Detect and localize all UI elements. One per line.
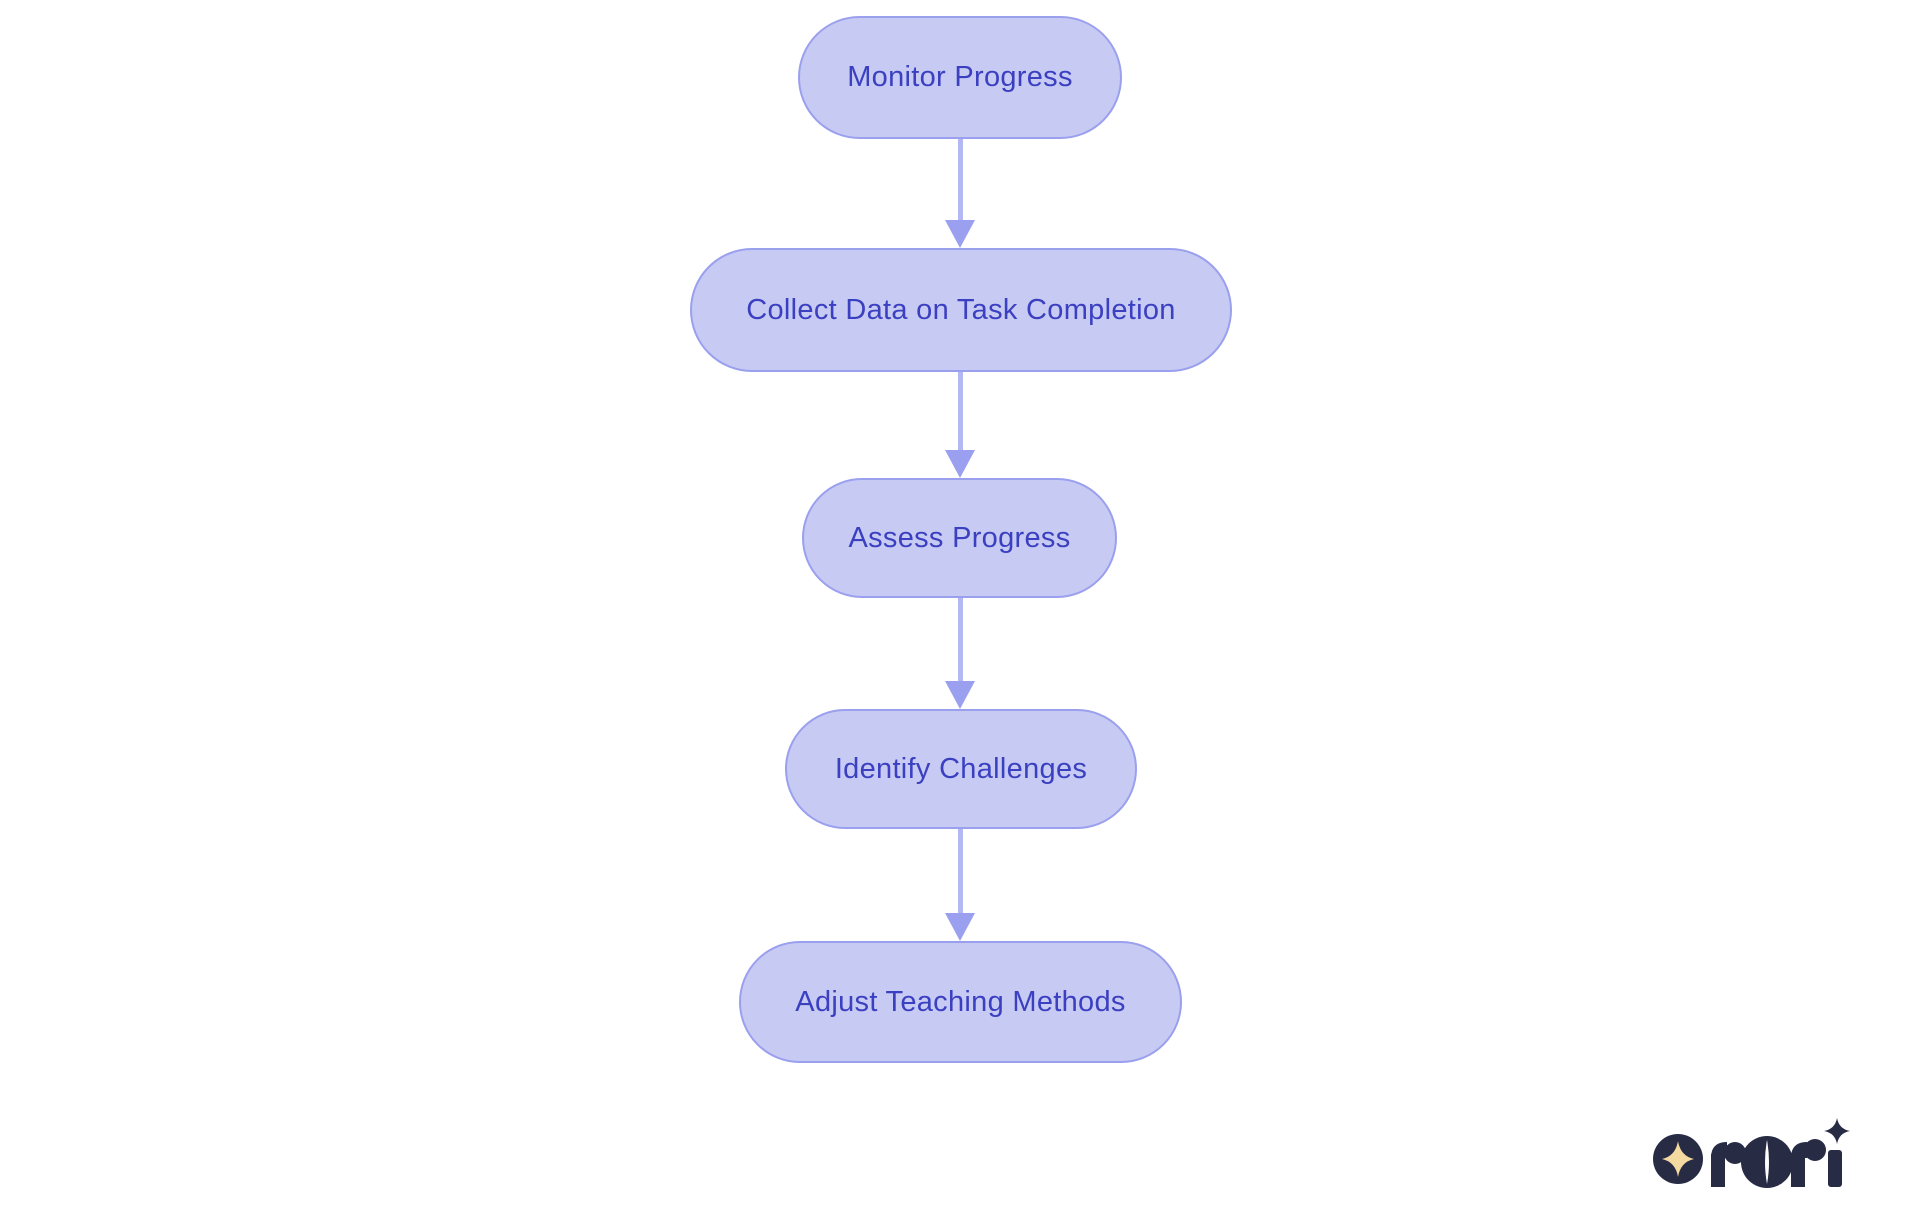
flow-node-label: Monitor Progress bbox=[847, 61, 1073, 93]
arrow-head-icon bbox=[945, 220, 975, 248]
flow-arrow-3 bbox=[945, 598, 975, 709]
flow-arrow-4 bbox=[945, 829, 975, 941]
star-badge-icon bbox=[1653, 1134, 1703, 1184]
arrow-shaft bbox=[957, 598, 963, 681]
flow-arrow-1 bbox=[945, 139, 975, 248]
arrow-shaft bbox=[957, 372, 963, 450]
logo-letter-o bbox=[1741, 1136, 1793, 1188]
arrow-head-icon bbox=[945, 913, 975, 941]
arrow-shaft bbox=[957, 139, 963, 220]
flow-node-label: Assess Progress bbox=[848, 521, 1071, 554]
arrow-head-icon bbox=[945, 681, 975, 709]
flow-node-assess-progress: Assess Progress bbox=[802, 478, 1117, 598]
logo-letter-i bbox=[1824, 1118, 1850, 1187]
rori-logo bbox=[1653, 1110, 1853, 1195]
flow-arrow-2 bbox=[945, 372, 975, 478]
flow-node-identify-challenges: Identify Challenges bbox=[785, 709, 1137, 829]
flow-node-monitor-progress: Monitor Progress bbox=[798, 16, 1122, 139]
arrow-shaft bbox=[957, 829, 963, 913]
arrow-head-icon bbox=[945, 450, 975, 478]
logo-letter-r1 bbox=[1711, 1142, 1746, 1187]
logo-letter-r2 bbox=[1791, 1139, 1826, 1187]
rori-logo-graphic bbox=[1653, 1118, 1850, 1188]
flow-node-label: Adjust Teaching Methods bbox=[795, 985, 1126, 1018]
flow-node-collect-data: Collect Data on Task Completion bbox=[690, 248, 1232, 372]
flow-node-adjust-teaching-methods: Adjust Teaching Methods bbox=[739, 941, 1182, 1063]
flow-node-label: Collect Data on Task Completion bbox=[746, 293, 1176, 326]
flow-node-label: Identify Challenges bbox=[834, 752, 1088, 785]
